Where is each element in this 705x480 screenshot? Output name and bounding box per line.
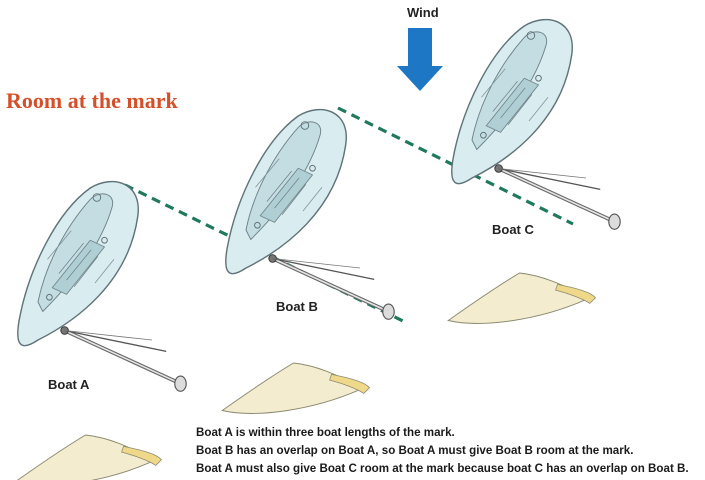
caption-line-1: Boat A is within three boat lengths of t…: [196, 426, 455, 439]
caption: Boat A is within three boat lengths of t…: [196, 424, 689, 478]
boat-b: [220, 107, 397, 416]
overlap-line-b: [337, 106, 574, 226]
arrow-down-icon: [397, 28, 443, 91]
wind-label: Wind: [407, 5, 439, 20]
caption-line-2: Boat B has an overlap on Boat A, so Boat…: [196, 444, 634, 457]
boat-a: [12, 179, 189, 480]
boat-c-label: Boat C: [492, 222, 534, 237]
caption-line-3: Boat A must also give Boat C room at the…: [196, 462, 689, 475]
boat-a-label: Boat A: [48, 377, 90, 392]
boat-c: [446, 17, 623, 326]
boat-b-label: Boat B: [276, 299, 318, 314]
page-title: Room at the mark: [6, 88, 178, 113]
